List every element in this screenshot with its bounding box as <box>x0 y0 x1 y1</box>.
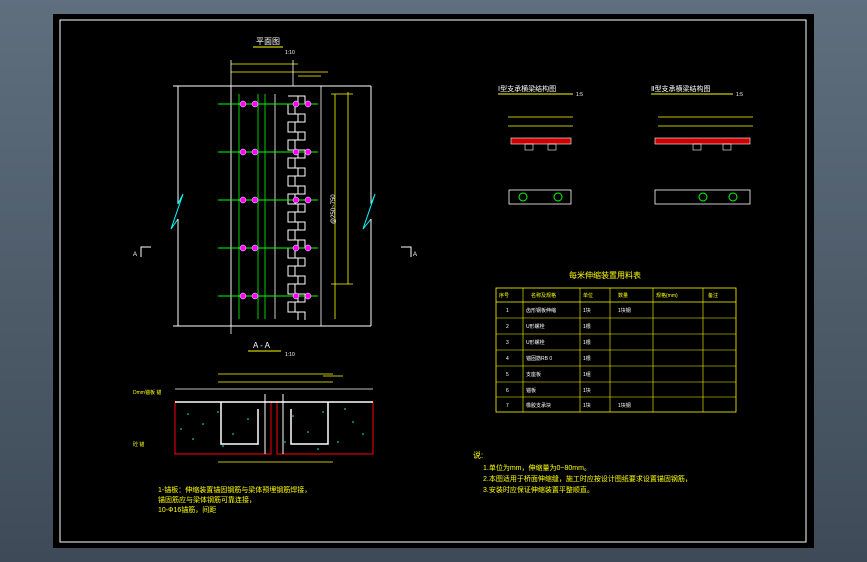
concrete-label: 砼 锚 <box>133 441 144 448</box>
anchor-box-label: Dmm锚板 锚 <box>133 389 161 396</box>
plan-scale: 1:10 <box>285 50 295 56</box>
table-header-cell: 规格(mm) <box>656 292 678 299</box>
table-cell: 锚固筋RB 0 <box>526 355 552 362</box>
table-header-cell: 序号 <box>499 292 509 299</box>
section-note-2: 锚固筋应与梁体钢筋可靠连接， <box>158 495 256 504</box>
note-2: 2.本图适用于桥面伸缩缝，施工时应按设计图纸要求设置锚固钢筋， <box>483 474 692 483</box>
table-title: 每米伸缩装置用料表 <box>569 270 641 280</box>
drawing-frame <box>59 19 807 543</box>
table-cell: 1块 <box>583 402 591 409</box>
table-header: 序号 名称及规格 单位 数量 规格(mm) 备注 <box>499 292 718 299</box>
bearing-detail-2: Ⅱ型支承横梁结构图 1:5 <box>651 84 753 205</box>
note-3: 3.安装时应保证伸缩装置平整顺直。 <box>483 485 594 494</box>
table-cell: 1块 <box>583 307 591 314</box>
section-mark-left: A <box>133 252 137 258</box>
table-cell: 1根 <box>583 323 591 330</box>
table-cell: 1块钢 <box>618 307 631 314</box>
table-header-cell: 数量 <box>618 292 628 299</box>
table-rows: 1 齿形钢板伸缩 1块 1块钢 2 U形螺栓 1根 3 U形螺栓 1根 4 锚固… <box>506 307 631 409</box>
bearing-title-2: Ⅱ型支承横梁结构图 <box>651 84 710 93</box>
spacing-dimension: @250~750 <box>331 194 337 224</box>
table-cell: U形螺栓 <box>526 323 545 330</box>
table-cell: 齿形钢板伸缩 <box>526 307 556 314</box>
table-row: 6 <box>506 388 509 394</box>
table-cell: 1根 <box>583 355 591 362</box>
table-cell: 1块 <box>583 387 591 394</box>
general-notes: 说: 1.单位为mm，伸缩量为0~80mm。 2.本图适用于桥面伸缩缝，施工时应… <box>473 450 692 494</box>
table-row: 7 <box>506 403 509 409</box>
bearing-detail-1: Ⅰ型支承横梁结构图 1:5 <box>498 84 583 205</box>
table-cell: 锚板 <box>526 387 536 394</box>
table-row: 1 <box>506 308 509 314</box>
section-mark-right: A <box>413 252 417 258</box>
section-scale: 1:10 <box>285 352 295 358</box>
table-header-cell: 单位 <box>583 292 593 299</box>
table-cell: 橡胶支承块 <box>526 402 551 409</box>
material-table: 每米伸缩装置用料表 序号 名称及规格 单位 数量 规格(mm) 备注 1 齿形钢… <box>495 270 737 413</box>
table-cell: U形螺栓 <box>526 339 545 346</box>
section-note-3: 10-Ф16锚筋，间距 <box>158 505 216 514</box>
bearing-scale-1: 1:5 <box>576 92 583 98</box>
concrete-hatch <box>180 408 364 450</box>
section-title: A - A <box>253 341 271 350</box>
table-header-cell: 备注 <box>708 292 718 299</box>
plan-bolt-rows <box>218 100 318 300</box>
bearing-scale-2: 1:5 <box>736 92 743 98</box>
notes-heading: 说: <box>473 450 483 460</box>
note-1: 1.单位为mm，伸缩量为0~80mm。 <box>483 463 591 472</box>
plan-title: 平面图 <box>256 37 280 46</box>
bearing-title-1: Ⅰ型支承横梁结构图 <box>498 84 556 93</box>
table-cell: 1组 <box>583 371 591 378</box>
table-row: 5 <box>506 372 509 378</box>
table-row: 2 <box>506 324 509 330</box>
table-row: 3 <box>506 340 509 346</box>
section-notes: 1-锚板：伸缩装置锚固钢筋与梁体预埋钢筋焊接， 锚固筋应与梁体钢筋可靠连接， 1… <box>158 485 311 514</box>
drawing-sheet: 平面图 1:10 @250~750 <box>53 14 814 548</box>
table-header-cell: 名称及规格 <box>531 292 556 299</box>
table-row: 4 <box>506 356 509 362</box>
cad-drawing: 平面图 1:10 @250~750 <box>59 19 807 543</box>
table-cell: 支座板 <box>526 371 541 378</box>
table-cell: 1块钢 <box>618 402 631 409</box>
plan-view: 平面图 1:10 @250~750 <box>133 37 417 334</box>
section-view: A - A 1:10 Dmm锚板 锚 砼 锚 1-锚板：伸缩 <box>133 341 374 514</box>
section-note-1: 1-锚板：伸缩装置锚固钢筋与梁体预埋钢筋焊接， <box>158 485 311 494</box>
table-cell: 1根 <box>583 339 591 346</box>
